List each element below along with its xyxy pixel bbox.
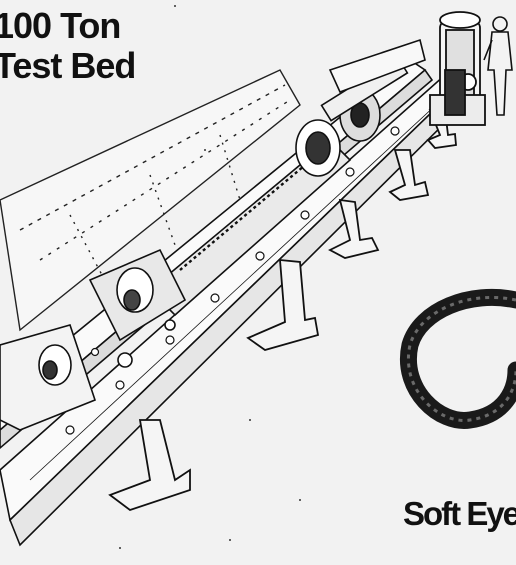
operator-figure <box>483 16 513 116</box>
page-title: 100 Ton Test Bed <box>0 5 136 86</box>
title-line-2: Test Bed <box>0 45 136 86</box>
actuator-cylinder <box>148 38 426 317</box>
clamp-fixture <box>0 248 187 431</box>
soft-eye-label: Soft Eye <box>403 495 516 532</box>
hydraulic-power-unit <box>429 11 486 126</box>
support-legs <box>108 109 457 512</box>
title-line-1: 100 Ton <box>0 5 121 46</box>
scan-speckle <box>119 5 301 549</box>
soft-eye-rope <box>400 288 516 429</box>
trough-sheet <box>0 69 301 332</box>
